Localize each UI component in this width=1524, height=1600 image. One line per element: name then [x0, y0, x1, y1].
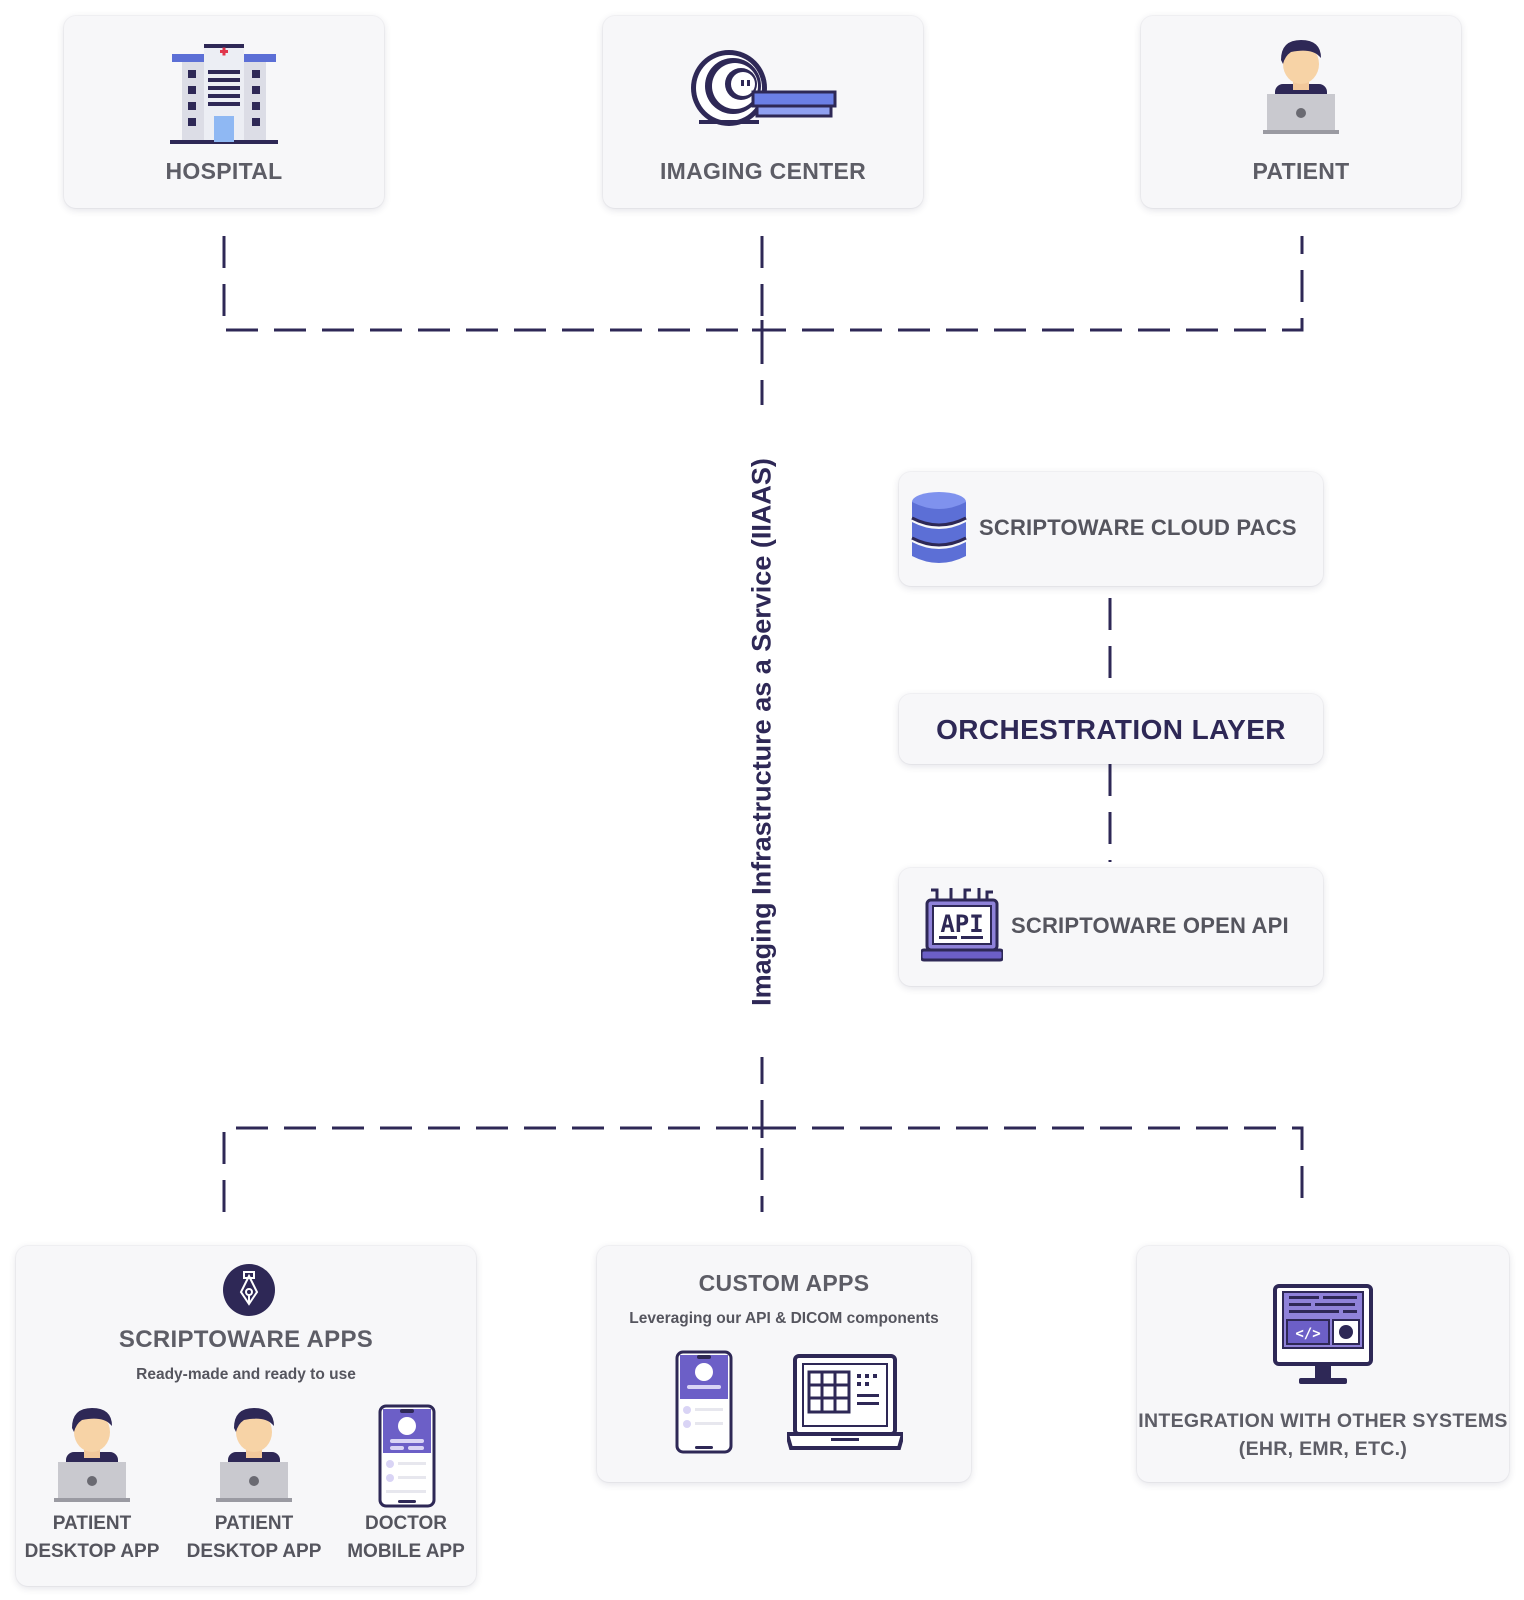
- custom-apps-title: CUSTOM APPS: [698, 1270, 870, 1296]
- mobile-phone-icon: [378, 1404, 436, 1508]
- patient-laptop-icon: [1263, 40, 1339, 134]
- mri-scanner-icon: [691, 50, 837, 126]
- imaging-center-label: IMAGING CENTER: [659, 158, 867, 184]
- database-icon: [911, 492, 967, 563]
- integration-label-line2: (EHR, EMR, ETC.): [1238, 1438, 1408, 1460]
- laptop-dashboard-icon: [787, 1354, 903, 1450]
- cloud-pacs-card[interactable]: SCRIPTOWARE CLOUD PACS: [899, 472, 1323, 586]
- bottom-connector: [222, 1126, 1304, 1212]
- app-3-label: DOCTOR MOBILE APP: [347, 1513, 465, 1562]
- scriptoware-apps-title: SCRIPTOWARE APPS: [118, 1326, 374, 1353]
- app-1-label: PATIENT DESKTOP APP: [24, 1513, 160, 1562]
- code-monitor-icon: </>: [1273, 1284, 1373, 1384]
- api-icon-text: API: [940, 910, 983, 938]
- custom-apps-subtitle: Leveraging our API & DICOM components: [629, 1310, 939, 1327]
- hospital-icon: [170, 44, 278, 144]
- hospital-label: HOSPITAL: [165, 158, 283, 184]
- scriptoware-apps-card[interactable]: SCRIPTOWARE APPS Ready-made and ready to…: [16, 1246, 476, 1586]
- cloud-pacs-label: SCRIPTOWARE CLOUD PACS: [979, 515, 1297, 540]
- integration-label-line1: INTEGRATION WITH OTHER SYSTEMS: [1138, 1410, 1508, 1432]
- hospital-card[interactable]: HOSPITAL: [64, 16, 384, 208]
- scriptoware-apps-subtitle: Ready-made and ready to use: [136, 1366, 356, 1383]
- svg-text:</>: </>: [1295, 1326, 1320, 1342]
- orchestration-label: ORCHESTRATION LAYER: [936, 714, 1286, 745]
- patient-desktop-icon: [54, 1408, 130, 1502]
- orchestration-card[interactable]: ORCHESTRATION LAYER: [899, 694, 1323, 764]
- pen-logo-icon: [223, 1264, 275, 1316]
- patient-card[interactable]: PATIENT: [1141, 16, 1461, 208]
- integration-card[interactable]: </> INTEGRATION WITH OTHER SYSTEMS (EHR,…: [1137, 1246, 1509, 1482]
- imaging-center-card[interactable]: IMAGING CENTER: [603, 16, 923, 208]
- patient-label: PATIENT: [1252, 158, 1350, 184]
- iiaas-label: Imaging Infrastructure as a Service (IIA…: [746, 458, 777, 1006]
- open-api-label: SCRIPTOWARE OPEN API: [1011, 913, 1289, 938]
- app-2-label: PATIENT DESKTOP APP: [186, 1513, 322, 1562]
- mobile-phone-icon: [675, 1350, 733, 1454]
- custom-apps-card[interactable]: CUSTOM APPS Leveraging our API & DICOM c…: [597, 1246, 971, 1482]
- patient-desktop-icon: [216, 1408, 292, 1502]
- open-api-card[interactable]: API SCRIPTOWARE OPEN API: [899, 868, 1323, 986]
- api-laptop-icon: API: [921, 888, 1003, 962]
